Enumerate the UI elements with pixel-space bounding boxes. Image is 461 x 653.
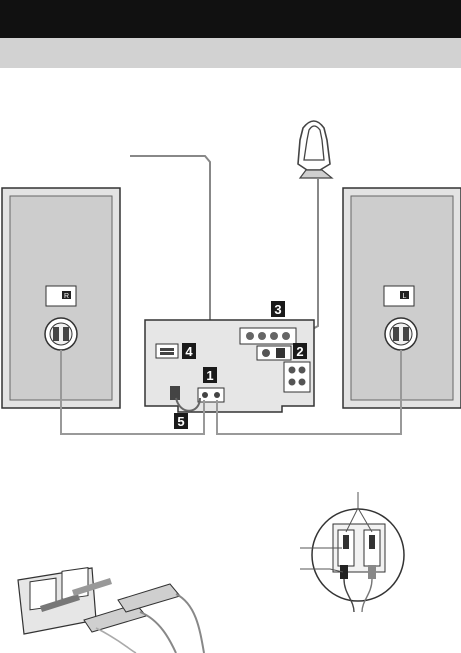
main-unit-rear	[145, 320, 314, 412]
speaker-left-tag: L	[403, 293, 407, 300]
callout-5: 5	[177, 414, 184, 429]
am-loop-antenna	[298, 121, 332, 178]
am-antenna-wire	[292, 178, 318, 340]
terminal-closeup	[312, 509, 404, 612]
callout-4: 4	[185, 344, 193, 359]
fm-antenna-wire	[130, 156, 268, 344]
callout-1: 1	[206, 368, 213, 383]
callout-3: 3	[274, 302, 281, 317]
speaker-right-tag: R	[64, 293, 69, 300]
callout-2: 2	[296, 344, 303, 359]
plug-insertion-detail	[18, 568, 204, 653]
